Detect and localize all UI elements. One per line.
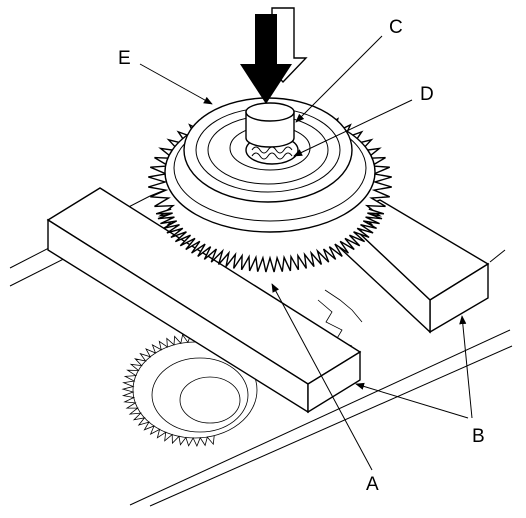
leader-lines [139, 35, 473, 471]
label-a: A [366, 474, 379, 495]
label-c: C [389, 17, 403, 38]
support-block-rear [338, 199, 490, 334]
force-arrow-icon [240, 7, 308, 104]
label-e: E [118, 48, 131, 69]
label-d: D [420, 84, 434, 105]
label-b: B [472, 426, 485, 447]
support-block-front [46, 187, 362, 414]
press-tool-c [245, 102, 295, 148]
lower-gear-stack [121, 289, 363, 447]
